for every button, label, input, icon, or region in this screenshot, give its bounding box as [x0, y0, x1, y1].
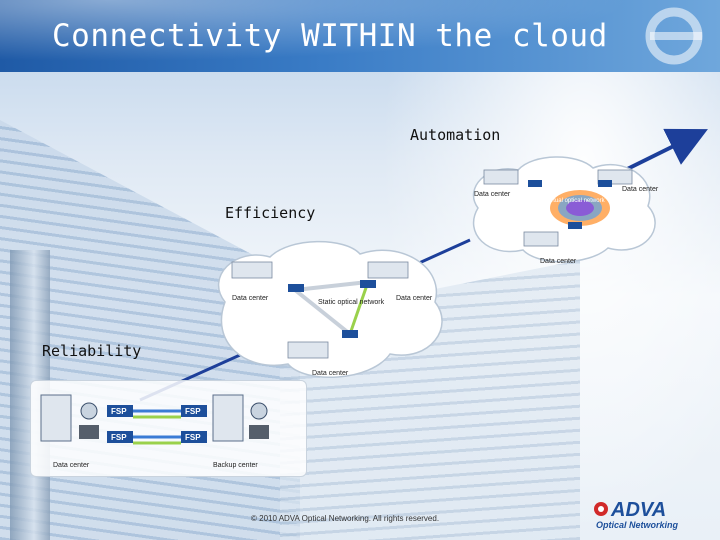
efficiency-label: Efficiency: [225, 204, 316, 222]
automation-cloud: Data center Data center Data center Virt…: [458, 148, 668, 268]
adva-logo: ADVA Optical Networking: [594, 499, 679, 530]
fsp-label-1: FSP: [111, 407, 127, 416]
automation-dc-label-3: Data center: [540, 258, 577, 265]
adva-swirl-icon: [645, 7, 703, 65]
automation-dc-label-2: Data center: [622, 186, 659, 193]
virtual-network-label: Virtual optical network: [546, 198, 606, 204]
reliability-backup-center-label: Backup center: [213, 462, 258, 469]
static-network-label: Static optical network: [318, 299, 385, 306]
reliability-data-center-label: Data center: [53, 462, 90, 469]
efficiency-dc-label-3: Data center: [312, 370, 349, 377]
fsp-label-4: FSP: [185, 433, 201, 442]
automation-label: Automation: [410, 126, 501, 144]
automation-dc-label-1: Data center: [474, 191, 511, 198]
slide-title: Connectivity WITHIN the cloud: [52, 18, 608, 54]
fsp-label-2: FSP: [111, 433, 127, 442]
adva-brand-name: ADVA: [610, 499, 666, 521]
reliability-label: Reliability: [42, 342, 142, 360]
efficiency-dc-label-1: Data center: [232, 295, 269, 302]
efficiency-dc-label-2: Data center: [396, 295, 433, 302]
copyright-footer: © 2010 ADVA Optical Networking. All righ…: [251, 514, 440, 523]
title-bar: Connectivity WITHIN the cloud: [0, 0, 720, 72]
adva-tagline: Optical Networking: [596, 520, 679, 530]
efficiency-cloud: Data center Data center Data center Stat…: [200, 232, 455, 387]
reliability-panel: FSP FSP FSP FSP Data center Backup cente…: [30, 380, 307, 477]
fsp-label-3: FSP: [185, 407, 201, 416]
